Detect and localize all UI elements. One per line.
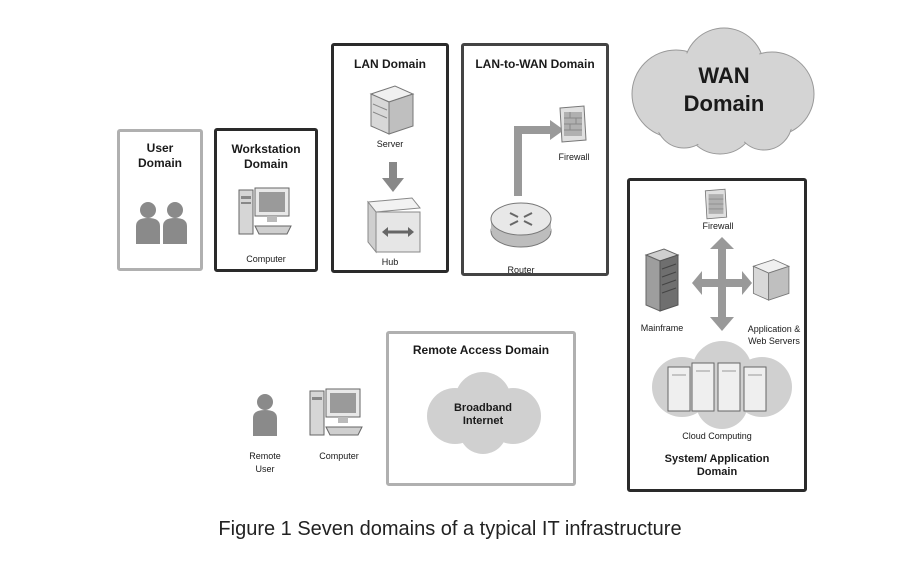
cross-arrows-icon	[692, 237, 752, 331]
lan-to-wan-domain-title: LAN-to-WAN Domain	[475, 57, 595, 71]
app-web-servers-label: Application & Web Servers	[747, 324, 801, 346]
firewall-icon	[559, 105, 587, 143]
router-icon	[490, 202, 552, 248]
up-right-arrow-icon	[514, 120, 564, 196]
hub-icon	[367, 197, 421, 254]
hub-label: Hub	[381, 257, 399, 267]
lan-to-wan-firewall-label: Firewall	[558, 152, 590, 162]
user-domain-title: User Domain	[137, 141, 182, 170]
system-application-domain-title: System/ Application Domain	[664, 453, 770, 478]
lan-domain-title: LAN Domain	[354, 57, 426, 71]
workstation-computer-label: Computer	[246, 254, 286, 264]
server-icon	[369, 85, 415, 135]
broadband-cloud-icon	[427, 372, 541, 454]
users-icon	[136, 202, 187, 244]
wan-domain-title: WAN Domain	[683, 63, 765, 116]
remote-access-domain-title: Remote Access Domain	[412, 343, 550, 357]
remote-computer-icon	[309, 388, 363, 436]
lan-domain-box: LAN Domain Server Hub	[331, 43, 449, 273]
firewall-icon	[704, 188, 728, 220]
workstation-domain-box: Workstation Domain Computer	[214, 128, 318, 272]
workstation-domain-title: Workstation Domain	[231, 142, 301, 171]
down-arrow-icon	[382, 162, 404, 192]
remote-access-domain-box: Remote Access Domain Broadband Internet	[386, 331, 576, 486]
broadband-internet-label: Broadband Internet	[453, 402, 513, 427]
cloud-computing-label: Cloud Computing	[682, 431, 752, 441]
computer-icon	[238, 187, 292, 235]
user-domain-box: User Domain	[117, 129, 203, 271]
system-application-domain-box: Firewall Mainframe Application & Web Ser…	[627, 178, 807, 492]
cloud-computing-icon	[652, 341, 792, 429]
remote-computer-label: Computer	[319, 451, 359, 461]
wan-cloud-icon	[631, 27, 815, 155]
remote-user-icon	[253, 394, 277, 436]
system-firewall-label: Firewall	[702, 221, 734, 231]
server-label: Server	[376, 139, 404, 149]
remote-user-label: Remote User	[249, 451, 281, 474]
router-label: Router	[507, 265, 535, 275]
lan-to-wan-domain-box: LAN-to-WAN Domain Firewall Router	[461, 43, 609, 276]
figure-caption: Figure 1 Seven domains of a typical IT i…	[218, 518, 682, 540]
mainframe-icon	[644, 248, 680, 312]
app-web-servers-icon	[752, 259, 791, 301]
mainframe-label: Mainframe	[640, 323, 684, 333]
